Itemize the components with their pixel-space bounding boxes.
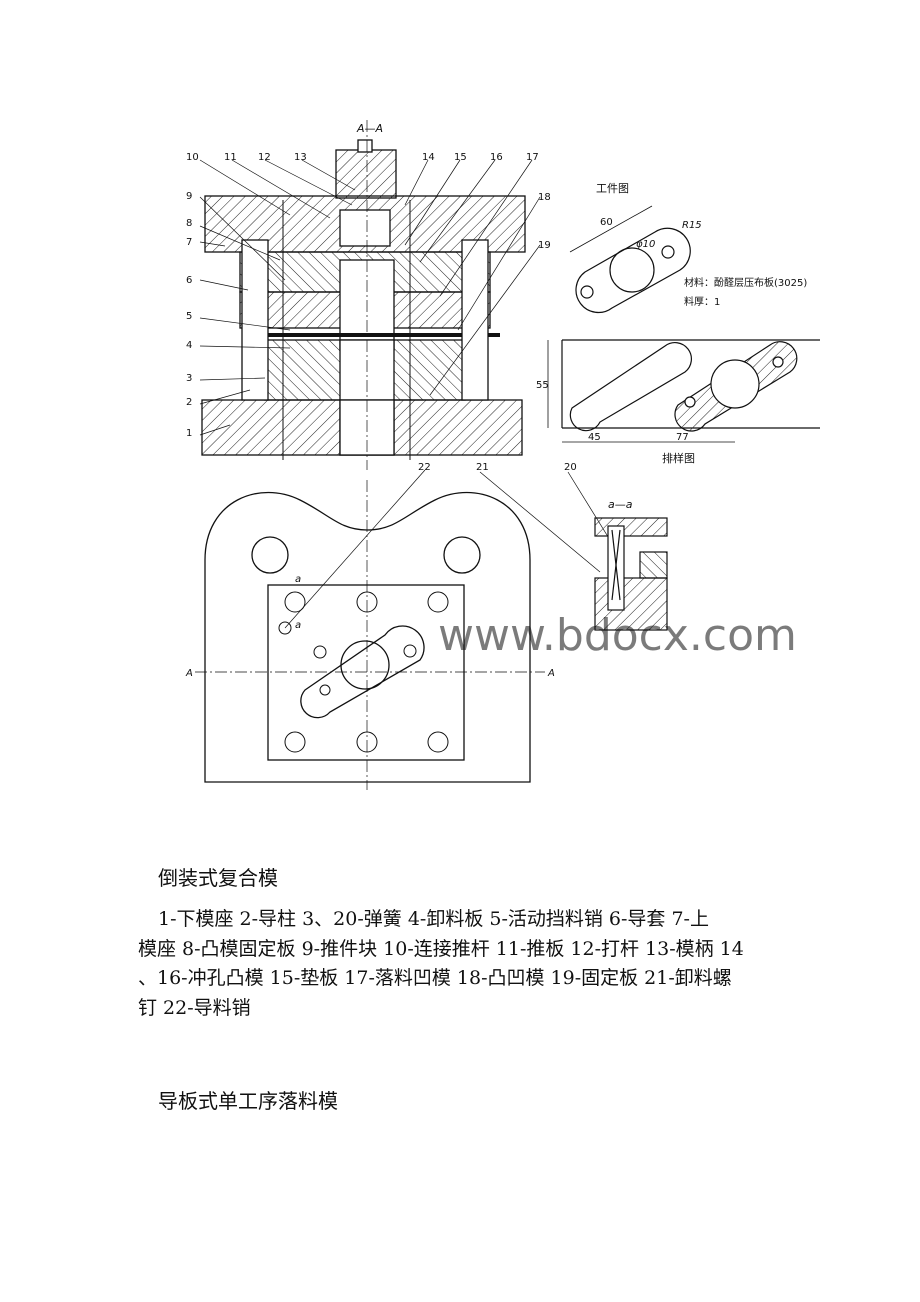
cut-label-right: A (547, 668, 555, 679)
part-number-16: 16 (490, 152, 503, 163)
section-label: A—A (356, 122, 383, 135)
part-number-1: 1 (186, 428, 192, 439)
part-number-9: 9 (186, 191, 192, 202)
section-detail: a—a (594, 498, 668, 631)
part-number-22: 22 (418, 462, 431, 473)
part-number-17: 17 (526, 152, 539, 163)
workpiece-title: 工件图 (596, 182, 629, 195)
dim-radius: R15 (682, 220, 702, 231)
part-number-11: 11 (224, 152, 237, 163)
cut-label-left: A (185, 668, 193, 679)
part-number-8: 8 (186, 218, 192, 229)
part-number-7: 7 (186, 237, 192, 248)
strip-title: 排样图 (662, 451, 695, 465)
die-assembly-drawing: A—A (185, 120, 820, 790)
plan-view: A A a a (185, 480, 555, 790)
watermark: www.bdocx.com (438, 610, 797, 661)
part-number-12: 12 (258, 152, 271, 163)
dim-pitch-b: 77 (676, 432, 689, 443)
workpiece-drawing: 工件图 60 R15 φ10 材料：酚醛层压布板(3025) 料厚：1 (569, 182, 807, 314)
part-number-13: 13 (294, 152, 307, 163)
heading-inverted-compound-die: 倒装式复合模 (158, 866, 278, 890)
part-number-4: 4 (186, 340, 192, 351)
dim-length: 60 (600, 217, 613, 228)
part-number-2: 2 (186, 397, 192, 408)
thickness-note: 料厚：1 (684, 295, 720, 308)
legend-line-3: 、16-冲孔凸模 15-垫板 17-落料凹模 18-凸凹模 19-固定板 21-… (138, 967, 732, 989)
section-small-label: a—a (608, 498, 633, 511)
part-number-14: 14 (422, 152, 435, 163)
legend-line-2: 模座 8-凸模固定板 9-推件块 10-连接推杆 11-推板 12-打杆 13-… (138, 937, 744, 960)
cut-label-small-bottom: a (295, 620, 301, 631)
part-number-15: 15 (454, 152, 467, 163)
part-number-21: 21 (476, 462, 489, 473)
dim-strip-height: 55 (536, 380, 549, 391)
legend-line-4: 钉 22-导料销 (138, 996, 251, 1019)
part-number-labels: 1 2 3 4 5 6 7 8 9 10 11 12 13 14 15 16 1… (186, 152, 611, 629)
part-number-10: 10 (186, 152, 199, 163)
part-number-3: 3 (186, 373, 192, 384)
part-number-20: 20 (564, 462, 577, 473)
dim-pitch-a: 45 (588, 432, 601, 443)
material-note: 材料：酚醛层压布板(3025) (684, 276, 807, 289)
parts-legend: 1-下模座 2-导柱 3、20-弹簧 4-卸料板 5-活动挡料销 6-导套 7-… (138, 905, 788, 1023)
part-number-6: 6 (186, 275, 192, 286)
strip-layout: 55 45 77 排样图 (536, 339, 820, 465)
part-number-18: 18 (538, 192, 551, 203)
dim-diameter: φ10 (636, 239, 655, 250)
part-number-5: 5 (186, 311, 192, 322)
heading-guide-plate-blanking-die: 导板式单工序落料模 (158, 1089, 338, 1113)
legend-line-1: 1-下模座 2-导柱 3、20-弹簧 4-卸料板 5-活动挡料销 6-导套 7-… (158, 908, 709, 930)
cut-label-small-top: a (295, 574, 301, 585)
section-view: A—A (201, 120, 526, 470)
part-number-19: 19 (538, 240, 551, 251)
